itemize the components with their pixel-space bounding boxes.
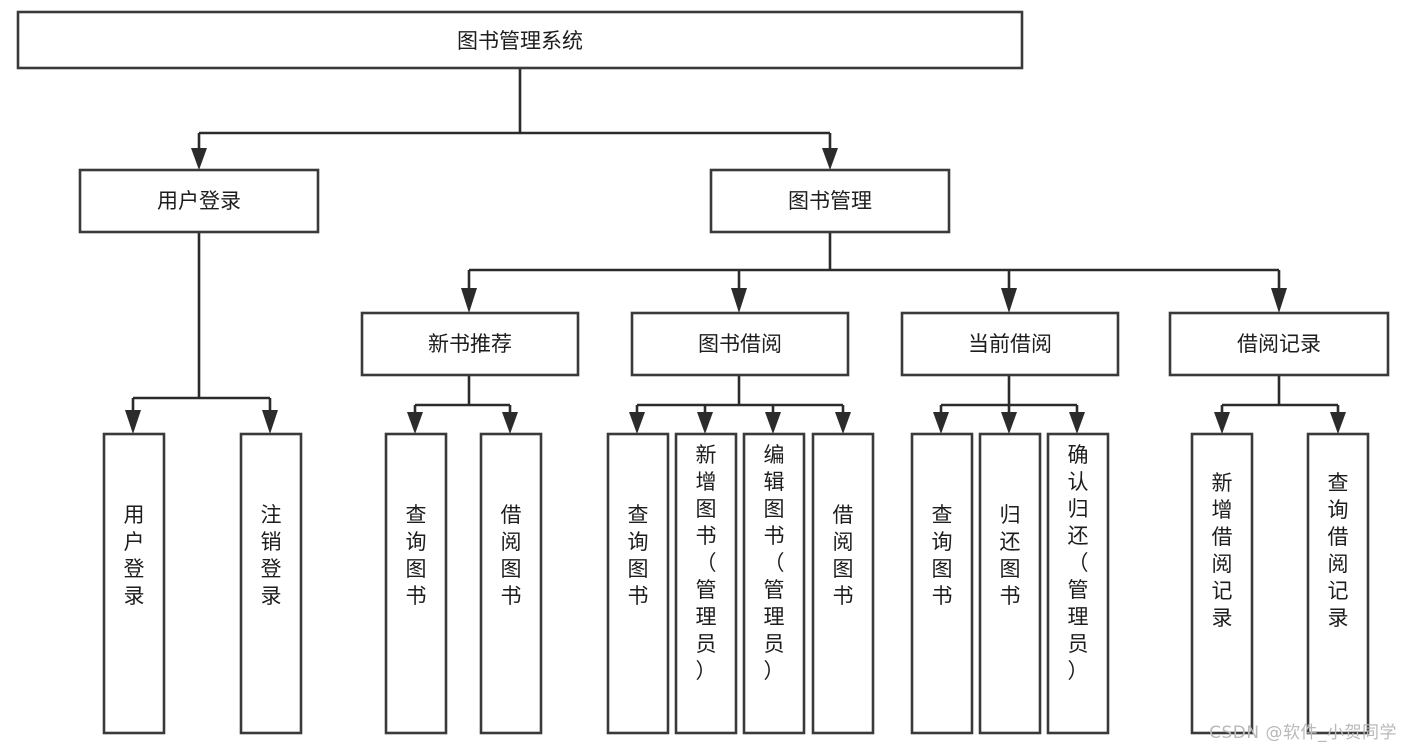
node-book-manage-label: 图书管理 <box>788 189 872 213</box>
node-current-borrow-box[interactable] <box>900 311 1120 377</box>
arrow-head-new-book-rec <box>461 288 477 313</box>
node-user-login-box[interactable] <box>78 168 320 234</box>
node-book-borrow-box[interactable] <box>630 311 850 377</box>
arrow-head-leaf-return-book <box>1001 412 1017 434</box>
arrow-head-leaf-query-book-3 <box>933 412 949 434</box>
node-leaf-confirm-return[interactable]: 确认归还（管理员） <box>1046 432 1110 735</box>
arrow-head-book-borrow <box>731 288 747 313</box>
node-leaf-borrow-book-2-box[interactable] <box>811 432 875 735</box>
node-leaf-add-record-box[interactable] <box>1190 432 1254 735</box>
node-leaf-return-book[interactable]: 归还图书 <box>978 432 1042 735</box>
arrow-head-borrow-record <box>1271 288 1287 313</box>
node-new-book-rec[interactable]: 新书推荐 <box>360 311 580 377</box>
node-book-manage[interactable]: 图书管理 <box>709 168 951 234</box>
node-book-manage-box[interactable] <box>709 168 951 234</box>
node-user-login-label: 用户登录 <box>157 189 241 213</box>
node-leaf-logout-label: 注销登录 <box>261 503 282 608</box>
node-root-label: 图书管理系统 <box>457 29 583 53</box>
node-leaf-add-book[interactable]: 新增图书（管理员） <box>674 432 738 735</box>
node-root[interactable]: 图书管理系统 <box>16 10 1024 70</box>
node-leaf-add-record-label: 新增借阅记录 <box>1212 471 1233 630</box>
arrow-head-leaf-query-book-1 <box>407 412 423 434</box>
node-leaf-query-book-2[interactable]: 查询图书 <box>606 432 670 735</box>
node-book-borrow-label: 图书借阅 <box>698 332 782 356</box>
node-root-box[interactable] <box>16 10 1024 70</box>
node-leaf-confirm-return-box[interactable] <box>1046 432 1110 735</box>
node-leaf-edit-book-box[interactable] <box>742 432 806 735</box>
node-leaf-edit-book[interactable]: 编辑图书（管理员） <box>742 432 806 735</box>
arrow-head-leaf-user-login <box>125 410 141 434</box>
node-book-borrow[interactable]: 图书借阅 <box>630 311 850 377</box>
node-borrow-record-label: 借阅记录 <box>1237 332 1321 356</box>
node-leaf-query-book-2-label: 查询图书 <box>628 503 649 608</box>
node-leaf-query-book-1[interactable]: 查询图书 <box>384 432 448 735</box>
node-leaf-query-book-1-box[interactable] <box>384 432 448 735</box>
arrow-head-book-manage <box>822 148 838 170</box>
node-leaf-confirm-return-label: 确认归还（管理员） <box>1068 443 1089 683</box>
node-leaf-add-book-box[interactable] <box>674 432 738 735</box>
node-leaf-borrow-book-1-box[interactable] <box>479 432 543 735</box>
node-leaf-user-login[interactable]: 用户登录 <box>102 432 166 735</box>
connector-layer <box>125 68 1346 434</box>
node-user-login[interactable]: 用户登录 <box>78 168 320 234</box>
node-leaf-logout-box[interactable] <box>239 432 303 735</box>
node-leaf-query-record-box[interactable] <box>1306 432 1370 735</box>
node-leaf-borrow-book-2-label: 借阅图书 <box>833 503 854 608</box>
arrow-head-leaf-query-record <box>1330 412 1346 434</box>
node-borrow-record[interactable]: 借阅记录 <box>1168 311 1390 377</box>
arrow-head-leaf-query-book-2 <box>629 412 645 434</box>
arrow-head-leaf-borrow-book-1 <box>502 412 518 434</box>
node-current-borrow[interactable]: 当前借阅 <box>900 311 1120 377</box>
node-leaf-borrow-book-1[interactable]: 借阅图书 <box>479 432 543 735</box>
node-new-book-rec-label: 新书推荐 <box>428 332 512 356</box>
node-leaf-return-book-label: 归还图书 <box>1000 503 1021 608</box>
node-leaf-query-book-1-label: 查询图书 <box>406 503 427 608</box>
node-leaf-user-login-label: 用户登录 <box>124 503 145 608</box>
node-leaf-add-record[interactable]: 新增借阅记录 <box>1190 432 1254 735</box>
arrow-head-leaf-edit-book <box>765 412 781 434</box>
arrow-head-leaf-borrow-book-2 <box>835 412 851 434</box>
csdn-watermark: CSDN @软件_小贺同学 <box>1209 723 1397 743</box>
node-new-book-rec-box[interactable] <box>360 311 580 377</box>
node-leaf-borrow-book-2[interactable]: 借阅图书 <box>811 432 875 735</box>
node-leaf-logout[interactable]: 注销登录 <box>239 432 303 735</box>
node-leaf-borrow-book-1-label: 借阅图书 <box>501 503 522 608</box>
node-borrow-record-box[interactable] <box>1168 311 1390 377</box>
arrow-head-leaf-confirm-return <box>1069 412 1085 434</box>
arrow-head-current-borrow <box>1001 288 1017 313</box>
node-leaf-user-login-box[interactable] <box>102 432 166 735</box>
arrow-head-leaf-add-record <box>1214 412 1230 434</box>
node-leaf-query-book-3[interactable]: 查询图书 <box>910 432 974 735</box>
arrow-head-user-login <box>191 148 207 170</box>
node-leaf-query-book-2-box[interactable] <box>606 432 670 735</box>
node-leaf-query-record-label: 查询借阅记录 <box>1328 471 1349 630</box>
arrow-head-leaf-logout <box>262 410 278 434</box>
node-leaf-edit-book-label: 编辑图书（管理员） <box>764 443 785 683</box>
node-current-borrow-label: 当前借阅 <box>968 332 1052 356</box>
node-leaf-query-book-3-box[interactable] <box>910 432 974 735</box>
node-leaf-query-book-3-label: 查询图书 <box>932 503 953 608</box>
node-leaf-add-book-label: 新增图书（管理员） <box>696 443 717 683</box>
arrow-head-leaf-add-book <box>697 412 713 434</box>
node-leaf-return-book-box[interactable] <box>978 432 1042 735</box>
node-leaf-query-record[interactable]: 查询借阅记录 <box>1306 432 1370 735</box>
